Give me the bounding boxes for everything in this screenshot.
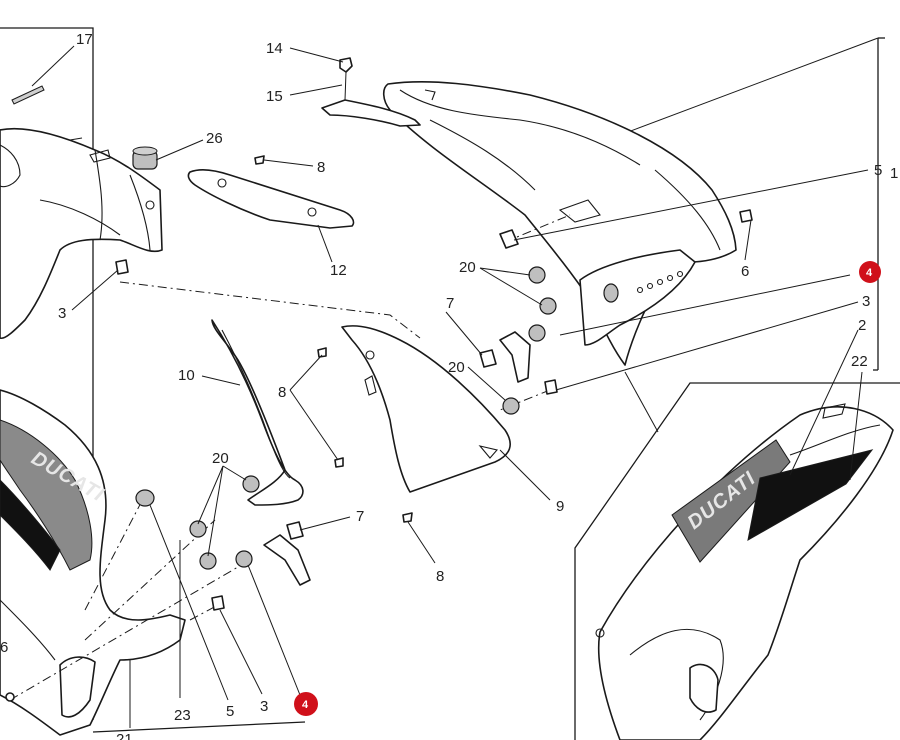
label-2: 2 <box>858 317 866 334</box>
label-15: 15 <box>266 88 283 105</box>
label-3-bottom: 3 <box>260 698 268 715</box>
left-fairing-section <box>0 127 163 340</box>
label-8-bottom: 8 <box>436 568 444 585</box>
label-3-right: 3 <box>862 293 870 310</box>
label-6: 6 <box>741 263 749 280</box>
callout-4-right[interactable]: 4 <box>859 261 881 283</box>
leader-lines <box>31 45 869 728</box>
label-7-lower: 7 <box>356 508 364 525</box>
part-17-decal <box>11 85 45 105</box>
label-9: 9 <box>556 498 564 515</box>
label-7-upper: 7 <box>446 295 454 312</box>
label-21: 21 <box>116 731 133 740</box>
part-9-inner-panel <box>341 325 511 493</box>
label-17: 17 <box>76 31 93 48</box>
label-20-upper: 20 <box>459 259 476 276</box>
label-6-left: 6 <box>0 639 8 656</box>
label-22: 22 <box>851 353 868 370</box>
detail-inset: DUCATI <box>574 371 900 740</box>
label-3-left: 3 <box>58 305 66 322</box>
part-2-lower-fairing: DUCATI <box>0 389 186 736</box>
label-8-mid: 8 <box>278 384 286 401</box>
label-1: 1 <box>890 165 898 182</box>
part-1-upper-fairing <box>382 80 737 366</box>
label-23: 23 <box>174 707 191 724</box>
label-14: 14 <box>266 40 283 57</box>
hardware <box>5 155 753 702</box>
label-5-bottom: 5 <box>226 703 234 720</box>
part-12-panel <box>187 169 355 229</box>
svg-text:4: 4 <box>302 699 309 711</box>
label-20-lower: 20 <box>212 450 229 467</box>
label-8-top: 8 <box>317 159 325 176</box>
label-5-right: 5 <box>874 162 882 179</box>
svg-text:4: 4 <box>866 267 873 279</box>
callouts: 4 4 <box>294 261 881 716</box>
label-10: 10 <box>178 367 195 384</box>
label-26: 26 <box>206 130 223 147</box>
label-12: 12 <box>330 262 347 279</box>
label-20-mid: 20 <box>448 359 465 376</box>
part-26-cap <box>132 146 158 170</box>
part-10-trim-strip <box>211 319 304 506</box>
callout-4-bottom[interactable]: 4 <box>294 692 318 716</box>
